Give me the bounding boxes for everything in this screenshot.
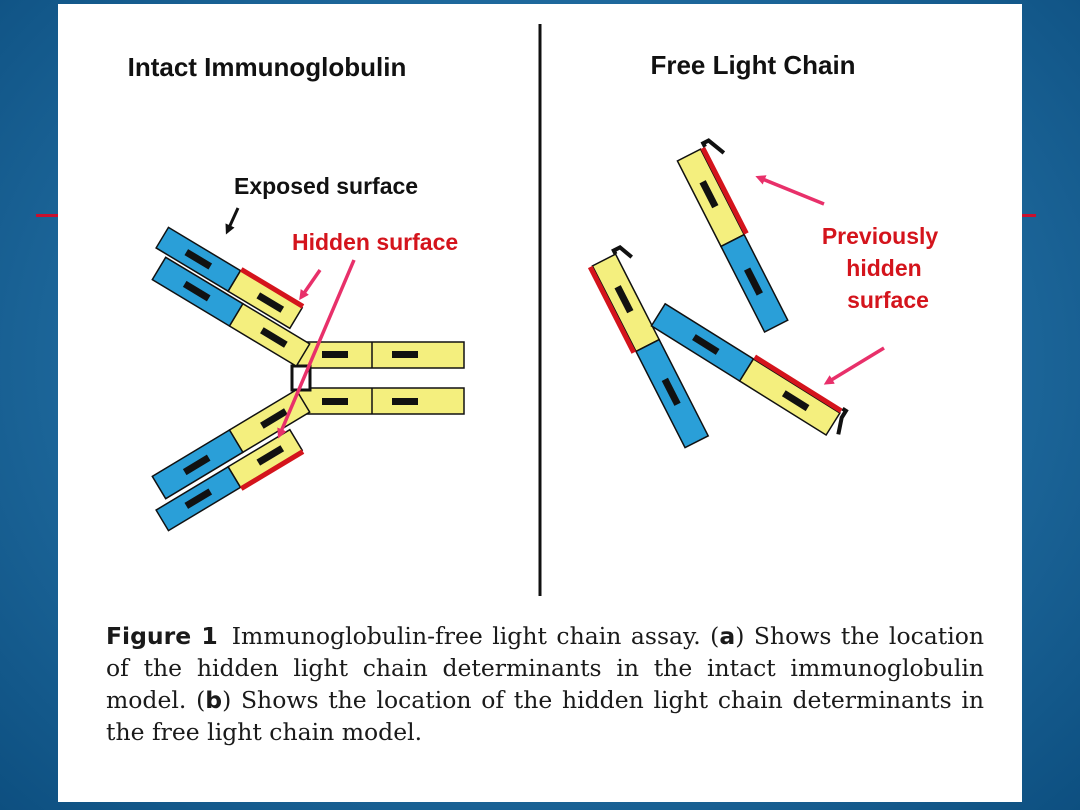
caption-part-a: a [719, 622, 736, 650]
figure-label: Figure 1 [106, 622, 218, 650]
caption-text-1: Immunoglobulin-free light chain assay. ( [231, 622, 720, 650]
free-light-chains [587, 138, 849, 449]
caption-text-3: ) Shows the location of the hidden light… [106, 686, 984, 746]
free-light-chain-1 [676, 138, 789, 333]
light-chain-upper [155, 226, 305, 330]
figure-panel: Intact Immunoglobulin Free Light Chain [58, 4, 1022, 802]
free-light-chain-2 [587, 244, 710, 449]
caption-text-2: ) Shows the location of the hidden light… [106, 622, 985, 714]
previously-hidden-line-1: Previously [822, 223, 939, 249]
hidden-surface-arrow-short [299, 269, 322, 301]
heavy-chain-arm-lower [151, 388, 311, 500]
accent-line-right [1012, 214, 1036, 217]
hidden-surface-upper [239, 267, 305, 309]
hidden-surface-label: Hidden surface [292, 229, 458, 255]
heavy-chain-fc-lower [295, 387, 465, 415]
heavy-chain-fc-upper [295, 341, 465, 369]
free-light-chain-3 [650, 302, 849, 437]
exposed-surface-label: Exposed surface [234, 173, 418, 199]
previously-hidden-arrow-upper [755, 175, 825, 206]
previously-hidden-arrow-lower [823, 346, 885, 385]
previously-hidden-label: Previously hidden surface [822, 223, 939, 313]
exposed-surface-arrow [225, 207, 240, 235]
figure-caption: Figure 1 Immunoglobulin-free light chain … [106, 620, 984, 748]
previously-hidden-line-2: hidden [846, 255, 921, 281]
hidden-surface-arrow-long [277, 259, 356, 439]
intact-immunoglobulin [151, 226, 465, 532]
left-panel-title: Intact Immunoglobulin [128, 52, 407, 82]
antibody-diagram: Intact Immunoglobulin Free Light Chain [128, 24, 939, 596]
light-chain-lower [155, 428, 305, 532]
hidden-surface-lower [239, 449, 305, 491]
previously-hidden-line-3: surface [847, 287, 929, 313]
heavy-chain-arm-upper [151, 256, 311, 368]
caption-part-b: b [205, 686, 223, 714]
right-panel-title: Free Light Chain [650, 50, 855, 80]
accent-line-left [36, 214, 66, 217]
